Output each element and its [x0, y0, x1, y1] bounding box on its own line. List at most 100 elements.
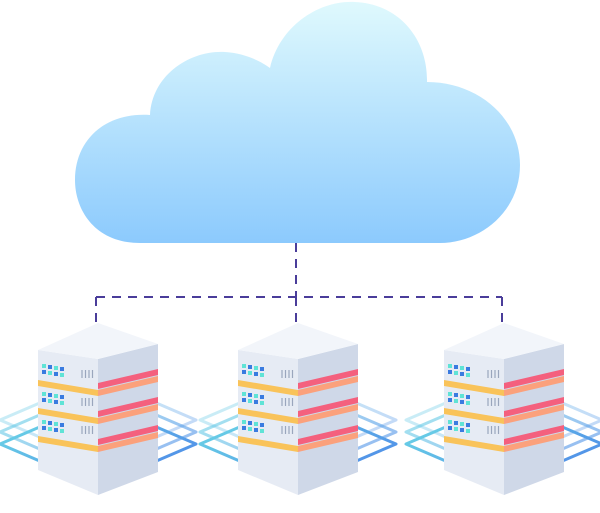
led-panel-icon — [448, 420, 470, 433]
led — [54, 366, 58, 370]
led-panel-icon — [42, 420, 64, 433]
stripe-orange — [298, 404, 358, 424]
led — [260, 429, 264, 433]
led — [60, 395, 64, 399]
led — [448, 426, 452, 430]
stripe-orange — [98, 404, 158, 424]
led — [48, 393, 52, 397]
led — [248, 393, 252, 397]
led — [460, 400, 464, 404]
led-panel-icon — [448, 364, 470, 377]
led — [460, 422, 464, 426]
led — [54, 428, 58, 432]
led — [466, 423, 470, 427]
led-panel-icon — [42, 392, 64, 405]
server-unit — [38, 364, 158, 396]
led — [260, 395, 264, 399]
led — [60, 373, 64, 377]
chassis-top-face — [38, 323, 158, 359]
led — [54, 372, 58, 376]
stripe-pink — [98, 397, 158, 417]
led-panel-icon — [242, 392, 264, 405]
server-unit — [444, 392, 564, 424]
led — [460, 372, 464, 376]
led — [466, 367, 470, 371]
stripe-yellow — [444, 436, 504, 452]
stripe-pink — [98, 369, 158, 389]
led — [454, 399, 458, 403]
server-center — [198, 323, 398, 495]
led — [42, 420, 46, 424]
stripe-yellow — [38, 436, 98, 452]
server-unit — [444, 364, 564, 396]
stripe-pink — [504, 397, 564, 417]
led — [48, 371, 52, 375]
stripe-pink — [504, 369, 564, 389]
server-group — [0, 323, 600, 495]
stripe-pink — [298, 425, 358, 445]
led — [242, 364, 246, 368]
stripe-orange — [504, 376, 564, 396]
led-panel-icon — [242, 420, 264, 433]
server-unit — [38, 392, 158, 424]
stripe-yellow — [444, 380, 504, 396]
stripe-pink — [504, 425, 564, 445]
led — [448, 398, 452, 402]
server-unit — [238, 392, 358, 424]
led — [460, 428, 464, 432]
stripe-yellow — [444, 408, 504, 424]
led — [448, 420, 452, 424]
led — [248, 427, 252, 431]
led — [454, 427, 458, 431]
led — [42, 364, 46, 368]
led — [460, 394, 464, 398]
led — [460, 366, 464, 370]
led — [466, 373, 470, 377]
led — [254, 400, 258, 404]
led — [254, 394, 258, 398]
led — [60, 401, 64, 405]
led — [260, 367, 264, 371]
stripe-pink — [98, 425, 158, 445]
led — [242, 426, 246, 430]
led — [248, 371, 252, 375]
led — [254, 372, 258, 376]
stripe-pink — [298, 397, 358, 417]
server-unit — [238, 420, 358, 452]
led — [242, 398, 246, 402]
led — [48, 427, 52, 431]
stripe-yellow — [238, 380, 298, 396]
led — [42, 392, 46, 396]
led — [54, 400, 58, 404]
led — [260, 373, 264, 377]
led — [48, 399, 52, 403]
stripe-yellow — [38, 408, 98, 424]
stripe-orange — [504, 404, 564, 424]
led — [42, 370, 46, 374]
led — [60, 429, 64, 433]
stripe-yellow — [238, 436, 298, 452]
chassis-top-face — [238, 323, 358, 359]
server-unit — [238, 364, 358, 396]
led — [54, 394, 58, 398]
led — [454, 371, 458, 375]
led — [48, 421, 52, 425]
led — [242, 370, 246, 374]
led — [242, 392, 246, 396]
led — [254, 422, 258, 426]
led — [448, 364, 452, 368]
server-unit — [38, 420, 158, 452]
led-panel-icon — [448, 392, 470, 405]
chassis-top-face — [444, 323, 564, 359]
cloud-icon — [75, 1, 520, 244]
stripe-orange — [98, 432, 158, 452]
led — [454, 365, 458, 369]
led — [260, 401, 264, 405]
led — [54, 422, 58, 426]
led — [466, 429, 470, 433]
led — [42, 426, 46, 430]
led — [254, 366, 258, 370]
led — [60, 367, 64, 371]
